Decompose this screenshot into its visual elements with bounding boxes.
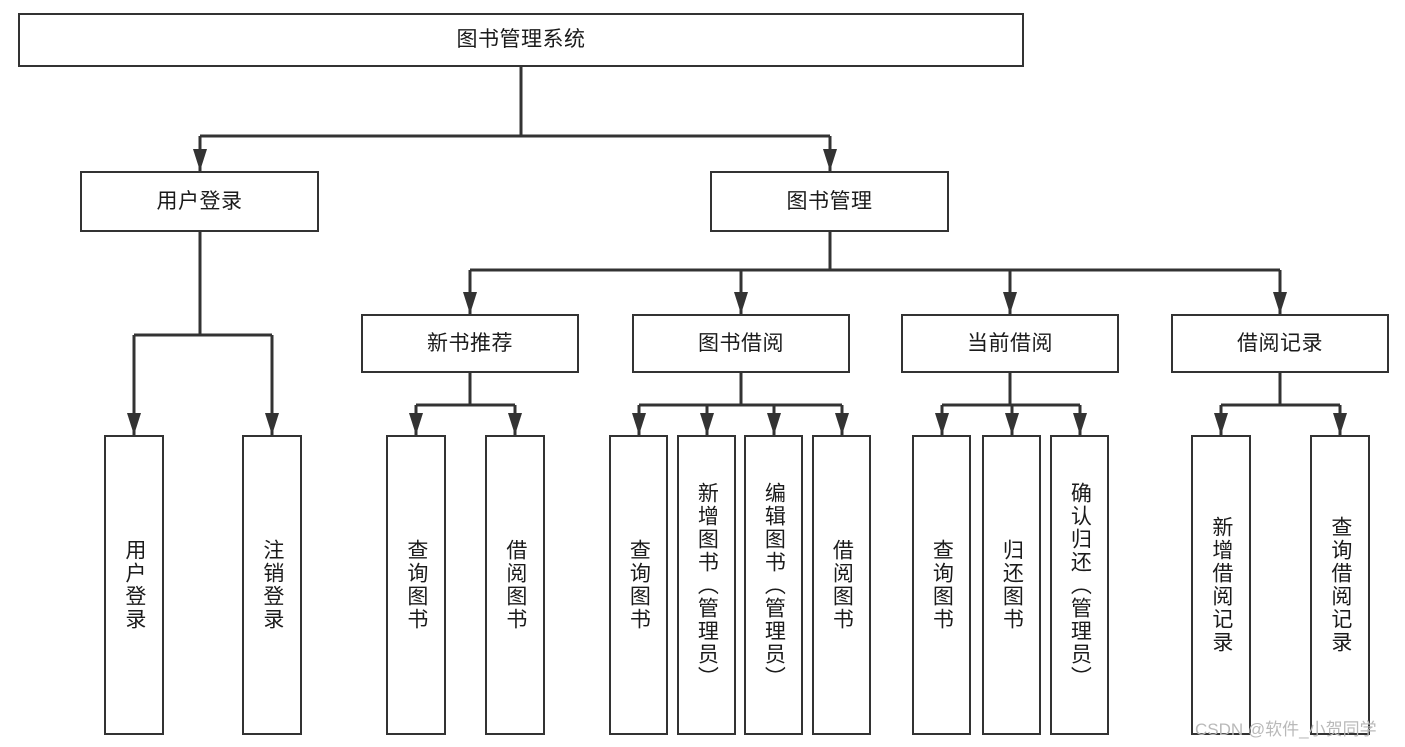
node-label-leaf-borrow-book-rec: 借阅图书 (503, 539, 527, 631)
node-label-root: 图书管理系统 (456, 28, 586, 52)
node-current-borrow[interactable]: 当前借阅 (901, 314, 1119, 373)
arrow-head-book-manage (823, 149, 837, 171)
node-label-leaf-user-login: 用户登录 (122, 539, 146, 631)
node-borrow-record[interactable]: 借阅记录 (1171, 314, 1389, 373)
node-leaf-user-login[interactable]: 用户登录 (104, 435, 164, 735)
arrow-head-leaf-query-book-rec (409, 413, 423, 435)
arrow-head-leaf-logout-login (265, 413, 279, 435)
node-label-leaf-return-book: 归还图书 (1000, 539, 1024, 631)
node-leaf-query-borrow-record[interactable]: 查询借阅记录 (1310, 435, 1370, 735)
node-label-book-manage: 图书管理 (786, 189, 873, 213)
node-leaf-logout-login[interactable]: 注销登录 (242, 435, 302, 735)
node-leaf-edit-book-admin[interactable]: 编辑图书（管理员） (744, 435, 803, 735)
csdn-watermark: CSDN @软件_小贺同学 (1195, 720, 1377, 739)
node-label-borrow-record: 借阅记录 (1237, 331, 1323, 355)
node-label-user-login: 用户登录 (156, 189, 243, 213)
node-label-book-borrow: 图书借阅 (698, 331, 784, 355)
arrow-head-leaf-user-login (127, 413, 141, 435)
node-label-leaf-add-book-admin: 新增图书（管理员） (695, 481, 719, 689)
node-user-login[interactable]: 用户登录 (80, 171, 319, 232)
node-label-leaf-borrow-book: 借阅图书 (830, 539, 854, 631)
arrow-head-leaf-query-borrow-record (1333, 413, 1347, 435)
node-leaf-confirm-return-admin[interactable]: 确认归还（管理员） (1050, 435, 1109, 735)
node-leaf-borrow-book-rec[interactable]: 借阅图书 (485, 435, 545, 735)
node-label-leaf-query-borrow-record: 查询借阅记录 (1328, 516, 1352, 654)
node-label-leaf-query-book-current: 查询图书 (930, 539, 954, 631)
arrow-head-new-book-recommend (463, 292, 477, 314)
arrow-head-leaf-confirm-return-admin (1073, 413, 1087, 435)
node-new-book-recommend[interactable]: 新书推荐 (361, 314, 579, 373)
arrow-head-leaf-edit-book-admin (767, 413, 781, 435)
node-book-manage[interactable]: 图书管理 (710, 171, 949, 232)
node-label-current-borrow: 当前借阅 (967, 331, 1053, 355)
arrow-head-current-borrow (1003, 292, 1017, 314)
arrow-head-leaf-return-book (1005, 413, 1019, 435)
node-leaf-borrow-book[interactable]: 借阅图书 (812, 435, 871, 735)
node-leaf-return-book[interactable]: 归还图书 (982, 435, 1041, 735)
arrow-head-leaf-add-book-admin (700, 413, 714, 435)
node-book-borrow[interactable]: 图书借阅 (632, 314, 850, 373)
node-leaf-add-book-admin[interactable]: 新增图书（管理员） (677, 435, 736, 735)
node-leaf-query-book-rec[interactable]: 查询图书 (386, 435, 446, 735)
node-leaf-query-book-current[interactable]: 查询图书 (912, 435, 971, 735)
node-root[interactable]: 图书管理系统 (18, 13, 1024, 67)
arrow-head-leaf-borrow-book (835, 413, 849, 435)
node-leaf-add-borrow-record[interactable]: 新增借阅记录 (1191, 435, 1251, 735)
node-label-leaf-add-borrow-record: 新增借阅记录 (1209, 516, 1233, 654)
arrow-head-leaf-borrow-book-rec (508, 413, 522, 435)
arrow-head-borrow-record (1273, 292, 1287, 314)
node-leaf-query-book-borrow[interactable]: 查询图书 (609, 435, 668, 735)
arrow-head-user-login (193, 149, 207, 171)
node-label-leaf-query-book-borrow: 查询图书 (627, 539, 651, 631)
node-label-leaf-query-book-rec: 查询图书 (404, 539, 428, 631)
arrow-head-leaf-query-book-current (935, 413, 949, 435)
node-label-leaf-confirm-return-admin: 确认归还（管理员） (1068, 481, 1092, 689)
node-label-leaf-logout-login: 注销登录 (260, 539, 284, 631)
arrow-head-leaf-query-book-borrow (632, 413, 646, 435)
node-label-leaf-edit-book-admin: 编辑图书（管理员） (762, 481, 786, 689)
node-label-new-book-recommend: 新书推荐 (427, 331, 513, 355)
arrow-head-book-borrow (734, 292, 748, 314)
arrow-head-leaf-add-borrow-record (1214, 413, 1228, 435)
